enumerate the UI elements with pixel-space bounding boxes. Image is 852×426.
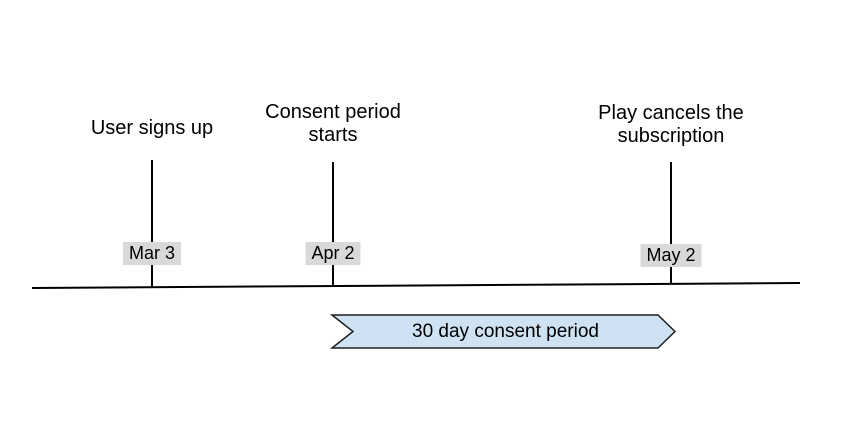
event-label: User signs up	[90, 117, 214, 139]
timeline-axis-line	[31, 282, 801, 289]
timeline-event-consent-period-starts: Consent period starts Apr 2	[233, 0, 433, 300]
event-date-chip: Apr 2	[305, 242, 361, 265]
event-date-chip: Mar 3	[122, 242, 182, 265]
consent-period-banner-shape	[329, 314, 677, 349]
timeline-event-play-cancels-subscription: Play cancels the subscription May 2	[571, 0, 771, 300]
event-date-chip: May 2	[640, 244, 702, 267]
event-tick-line	[670, 162, 672, 284]
event-tick-line	[332, 162, 334, 286]
event-label: Play cancels the subscription	[598, 102, 744, 147]
timeline-event-user-signs-up: User signs up Mar 3	[52, 0, 252, 300]
consent-period-banner-label: 30 day consent period	[412, 321, 599, 342]
event-tick-line	[151, 160, 153, 287]
event-label: Consent period starts	[265, 101, 401, 146]
